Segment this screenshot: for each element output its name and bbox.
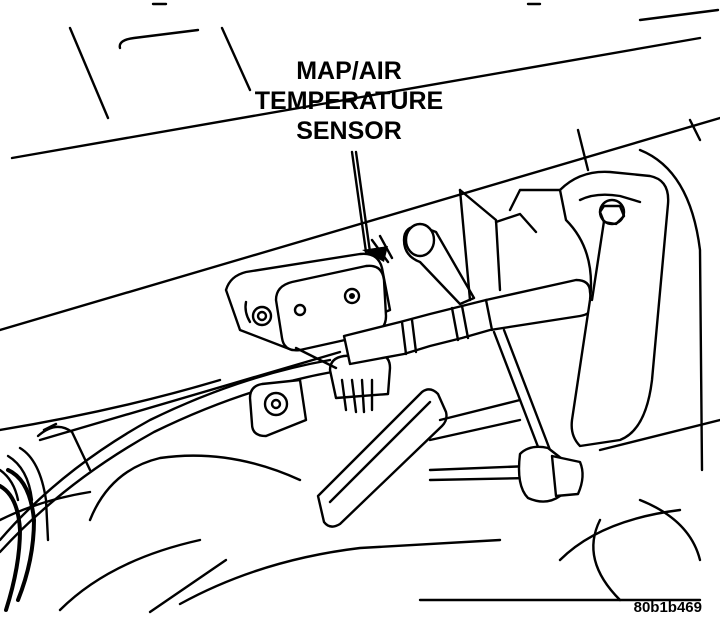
callout-leader (350, 150, 394, 264)
figure-id: 80b1b469 (633, 599, 702, 616)
callout-line-1: MAP/AIR (296, 57, 402, 85)
wiring-harness-connector (316, 388, 448, 528)
coiled-hose (0, 422, 92, 612)
mounting-bolt-lower (248, 378, 308, 438)
callout-line-2: TEMPERATURE (254, 87, 444, 115)
upper-intake-panel (0, 8, 720, 332)
manifold-body (0, 350, 720, 614)
lower-right-structure (428, 398, 702, 602)
callout-line-3: SENSOR (296, 117, 402, 145)
map-sensor (244, 264, 388, 352)
throttle-linkage (428, 328, 584, 503)
throttle-bracket (558, 118, 704, 472)
sensor-callout-label: MAP/AIR TEMPERATURE SENSOR (230, 56, 468, 146)
